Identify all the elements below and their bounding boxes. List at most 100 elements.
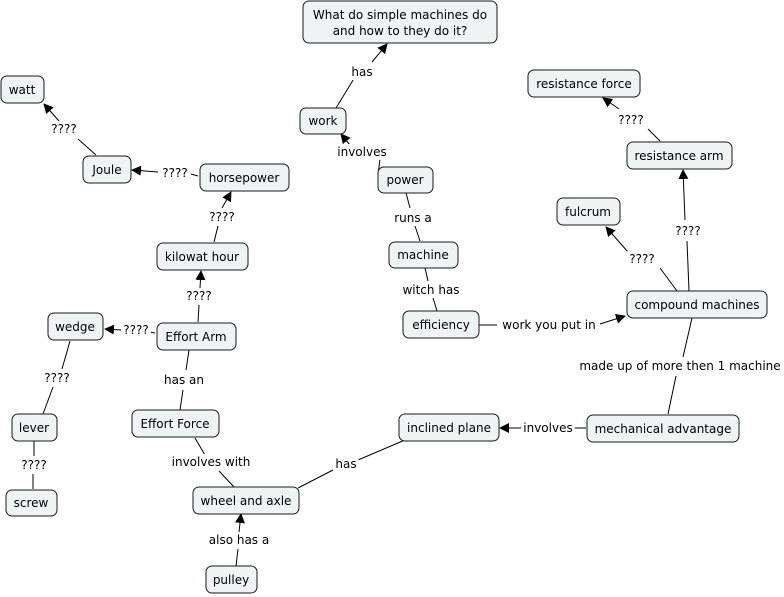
- link-label-background: [162, 372, 206, 388]
- connector-q-watt: [43, 103, 60, 122]
- link-label-background: [521, 420, 575, 436]
- node-power[interactable]: power: [377, 166, 434, 194]
- node-kilowat-hour[interactable]: kilowat hour: [156, 242, 249, 271]
- node-work[interactable]: work: [299, 107, 347, 135]
- link-label-background: [577, 358, 783, 374]
- connector-ea-q-kwh: [197, 304, 200, 323]
- node-watt[interactable]: watt: [0, 75, 45, 104]
- connector-hasan-ea: [185, 349, 190, 371]
- node-wedge[interactable]: wedge: [47, 312, 104, 341]
- link-label-background: [400, 282, 462, 298]
- node-mechanical-advantage[interactable]: mechanical advantage: [586, 414, 740, 443]
- connector-involveswith-ef: [194, 437, 206, 456]
- connector-kwh-q-hp: [213, 225, 219, 243]
- node-pulley[interactable]: pulley: [205, 565, 258, 594]
- node-kilowat-hour-label: kilowat hour: [165, 250, 239, 264]
- link-label-background: [500, 317, 598, 333]
- link-label-lever-screw: ????: [21, 458, 46, 472]
- connector-q-rarm: [678, 169, 689, 221]
- connector-eff-witch: [432, 297, 438, 312]
- node-resistance-arm-label: resistance arm: [634, 149, 723, 163]
- link-label-runs-a: runs a: [394, 211, 432, 225]
- connector-q-wedge: [104, 324, 122, 335]
- connector-ea-q-wedge: [149, 331, 156, 334]
- link-label-background: [42, 370, 72, 386]
- connector-rarm-q: [647, 128, 661, 142]
- connector-q-rforce: [602, 97, 620, 110]
- node-lever[interactable]: lever: [11, 413, 58, 442]
- node-work-label: work: [308, 114, 337, 128]
- nodes: What do simple machines do and how to th…: [0, 0, 768, 594]
- link-label-has: has: [351, 65, 372, 79]
- node-efficiency[interactable]: efficiency: [402, 310, 480, 339]
- link-label-background: [333, 456, 359, 472]
- link-label-background: [49, 121, 79, 137]
- connector-alsohas-wheel: [235, 513, 245, 533]
- connector-ma-madeup: [667, 375, 677, 415]
- link-label-background: [392, 210, 434, 226]
- link-label-involves-with: involves with: [172, 455, 251, 469]
- link-label-comp-fulcrum: ????: [629, 252, 654, 266]
- connector-q-hp: [221, 191, 232, 209]
- node-resistance-force[interactable]: resistance force: [527, 69, 641, 98]
- connector-q-fulcrum: [605, 226, 629, 253]
- link-label-background: [169, 454, 253, 470]
- link-label-background: [184, 288, 214, 304]
- node-inclined-plane[interactable]: inclined plane: [398, 413, 500, 442]
- link-label-background: [207, 209, 237, 225]
- connector-involves-work: [340, 133, 351, 146]
- node-effort-force[interactable]: Effort Force: [131, 409, 220, 438]
- node-machine[interactable]: machine: [388, 241, 459, 269]
- connector-pulley-alsohas: [235, 548, 239, 567]
- connector-wypi-compound: [599, 313, 626, 325]
- connector-witch-machine: [424, 267, 429, 282]
- link-label-background: [160, 165, 190, 181]
- link-labels: has involves runs a witch has work you p…: [19, 64, 783, 548]
- link-label-has2: has: [335, 457, 356, 471]
- node-pulley-label: pulley: [213, 573, 249, 587]
- node-compound-machines-label: compound machines: [634, 298, 759, 312]
- node-horsepower[interactable]: horsepower: [199, 163, 290, 192]
- node-effort-force-label: Effort Force: [140, 417, 209, 431]
- node-joule[interactable]: Joule: [82, 155, 132, 184]
- connectors: [32, 43, 693, 567]
- connector-comp-q-rarm: [686, 240, 690, 292]
- connector-joule-q-watt: [77, 138, 97, 156]
- link-label-kwh-hp: ????: [209, 210, 234, 224]
- node-fulcrum[interactable]: fulcrum: [556, 197, 621, 226]
- node-screw[interactable]: screw: [5, 489, 58, 517]
- node-effort-arm-label: Effort Arm: [165, 330, 226, 344]
- link-label-background: [335, 144, 389, 160]
- node-effort-arm[interactable]: Effort Arm: [156, 322, 237, 351]
- link-label-wedge-lever: ????: [44, 371, 69, 385]
- connector-machine-runs: [414, 225, 421, 242]
- link-label-rarm-rforce: ????: [618, 113, 643, 127]
- link-label-background: [616, 112, 646, 128]
- link-label-involves2: involves: [523, 421, 572, 435]
- connector-hp-q-joule: [190, 173, 199, 177]
- node-resistance-arm[interactable]: resistance arm: [626, 141, 733, 170]
- connector-wheel-involveswith: [218, 470, 235, 488]
- link-label-comp-rarm: ????: [675, 224, 700, 238]
- link-label-background: [19, 457, 49, 473]
- node-wheel-and-axle[interactable]: wheel and axle: [192, 486, 300, 515]
- link-label-joule-watt: ????: [51, 122, 76, 136]
- link-label-ea-kwh: ????: [186, 289, 211, 303]
- link-label-work-you-put-in: work you put in: [502, 318, 595, 332]
- node-mechanical-advantage-label: mechanical advantage: [595, 422, 732, 436]
- node-question[interactable]: What do simple machines do and how to th…: [302, 0, 498, 44]
- connector-ef-hasan: [179, 389, 184, 411]
- node-horsepower-label: horsepower: [209, 171, 280, 185]
- link-label-background: [673, 223, 703, 239]
- node-machine-label: machine: [397, 248, 449, 262]
- link-label-involves: involves: [337, 145, 386, 159]
- link-label-background: [349, 64, 375, 80]
- node-resistance-force-label: resistance force: [536, 77, 632, 91]
- node-wedge-label: wedge: [55, 320, 95, 334]
- node-question-line2: and how to they do it?: [333, 24, 468, 38]
- connector-q-joule: [131, 165, 159, 176]
- node-compound-machines[interactable]: compound machines: [626, 290, 768, 319]
- link-label-background: [121, 322, 151, 338]
- connector-q-kwh: [195, 270, 206, 289]
